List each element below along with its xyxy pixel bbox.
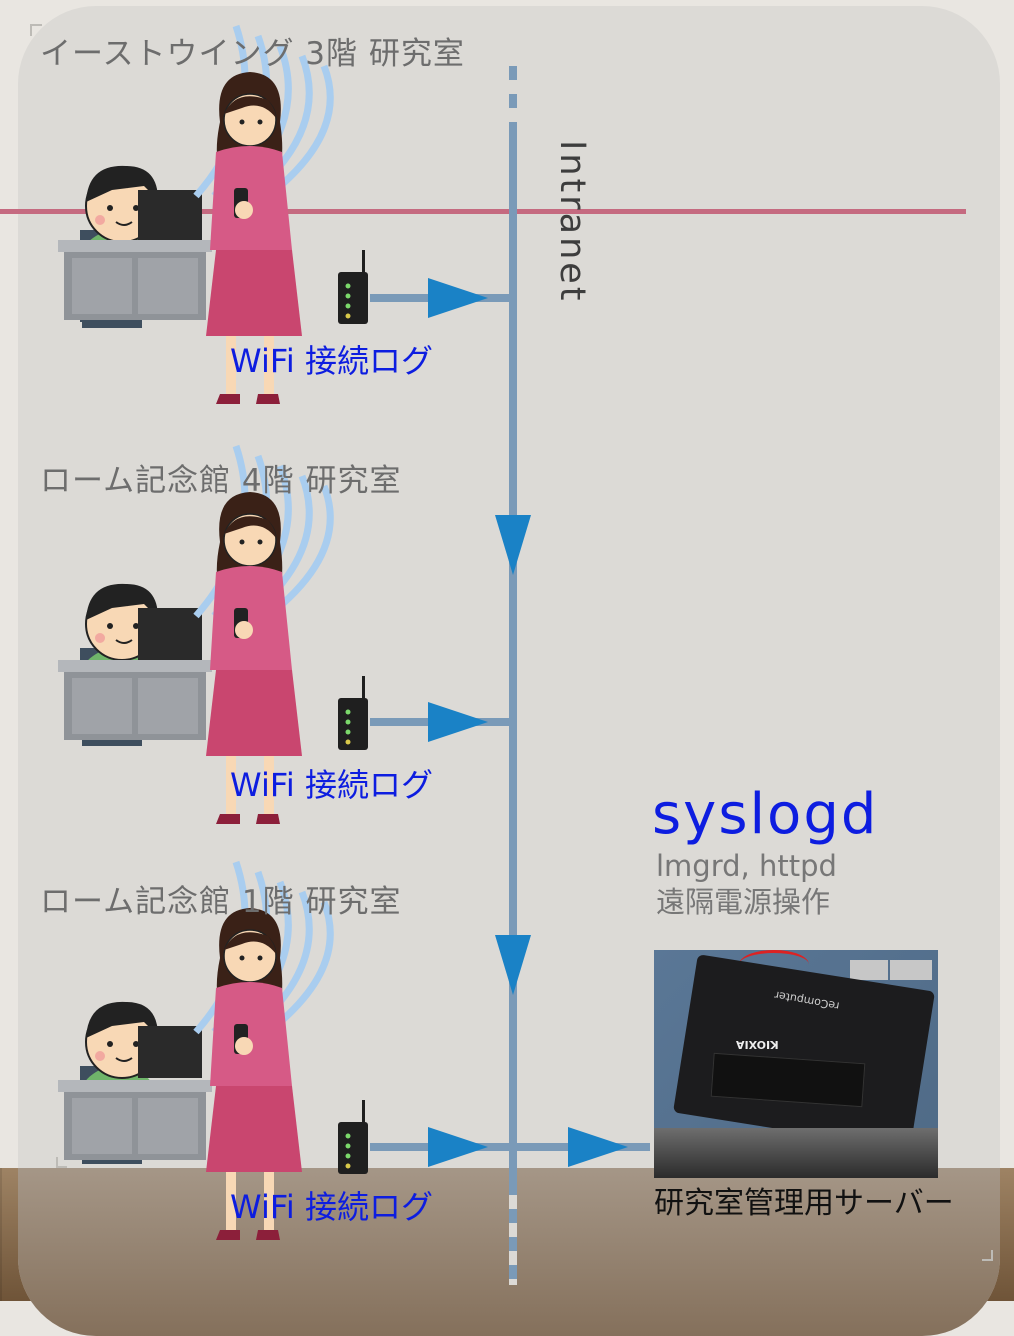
server-title: syslogd [652, 782, 879, 847]
room-2-arrow [428, 702, 488, 742]
wifi-log-label-3: WiFi 接続ログ [230, 1188, 433, 1226]
services-line-2: 遠隔電源操作 [656, 885, 831, 919]
server-services: lmgrd, httpd 遠隔電源操作 [656, 848, 837, 920]
corner-mark-bottom-left [56, 1157, 67, 1168]
room-2-illustration [58, 446, 368, 825]
flow-arrow-down-1 [495, 515, 531, 575]
ssd-brand: KIOXIA [736, 1038, 779, 1051]
network-diagram [58, 0, 650, 1285]
flow-arrow-down-2 [495, 935, 531, 995]
wifi-log-label-2: WiFi 接続ログ [230, 766, 433, 804]
room-label-eastwing: イーストウイング 3階 研究室 [40, 36, 465, 72]
room-label-rohm-1f: ローム記念館 1階 研究室 [40, 884, 402, 920]
room-1-arrow [428, 278, 488, 318]
room-label-rohm-4f: ローム記念館 4階 研究室 [40, 463, 402, 499]
server-arrow [568, 1127, 628, 1167]
server-board-photo: KIOXIA reComputer [654, 950, 938, 1178]
wifi-log-label-1: WiFi 接続ログ [230, 342, 433, 380]
services-line-1: lmgrd, httpd [656, 849, 837, 883]
room-1-illustration [58, 26, 368, 405]
corner-mark-top-left [30, 24, 42, 36]
room-3-illustration [58, 862, 368, 1241]
server-caption: 研究室管理用サーバー [654, 1186, 954, 1221]
room-3-arrow [428, 1127, 488, 1167]
pcb [672, 954, 936, 1150]
corner-mark-bottom-right [982, 1250, 993, 1261]
header-accent-line [0, 209, 966, 214]
intranet-label: Intranet [552, 140, 592, 304]
